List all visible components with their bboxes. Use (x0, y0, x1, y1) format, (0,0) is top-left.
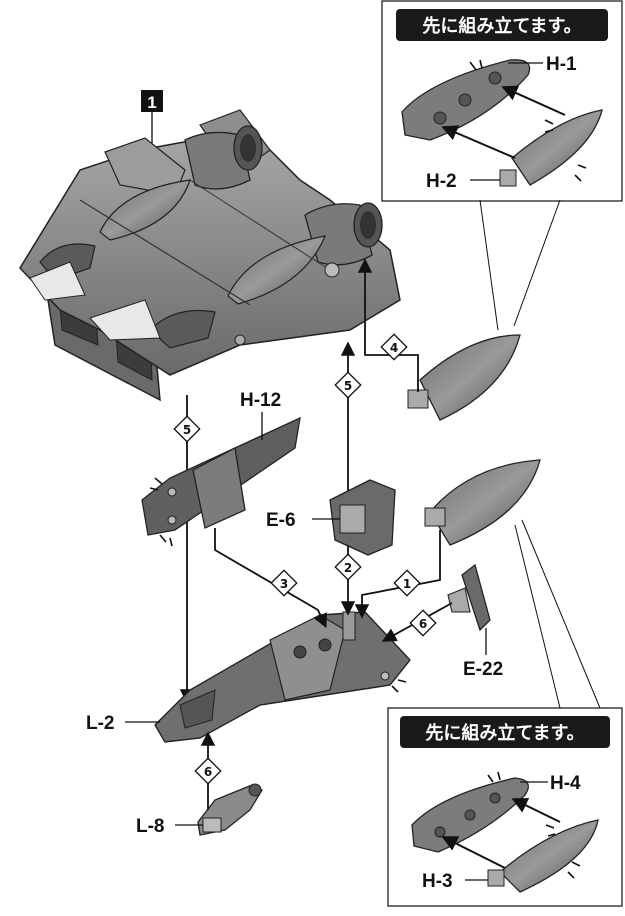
callout-bottom-banner-text: 先に組み立てます。 (425, 722, 584, 744)
l8-part: L-8 (136, 783, 263, 837)
callout-bottom: 先に組み立てます。 H-4 H-3 (387, 707, 623, 907)
callout-bottom-banner (400, 716, 610, 748)
main-body-part (19, 109, 401, 402)
step-4-arrow: 4 (357, 258, 419, 392)
step-5-arrow-left: 5 (173, 395, 201, 704)
block-number: 1 (147, 93, 156, 112)
glue-marks-bottom (487, 771, 581, 879)
step-6-arrow-e22: 6 (381, 602, 453, 642)
label-l2: L-2 (86, 713, 115, 734)
step-6-number-a: 6 (419, 617, 427, 631)
callout-top: 先に組み立てます。 H-1 H-2 (381, 0, 623, 202)
cone-assembly-upper (407, 334, 521, 421)
h12-part: H-12 (141, 390, 301, 547)
step-4-number: 4 (390, 341, 398, 355)
step-6-number-b: 6 (204, 765, 212, 779)
step-5-arrow-right: 5 (334, 341, 362, 500)
step-3-arrow: 3 (214, 528, 327, 629)
step-2-arrow: 2 (334, 545, 362, 616)
label-h3: H-3 (422, 871, 453, 892)
step-5-number-b: 5 (183, 423, 191, 437)
label-h1: H-1 (546, 54, 577, 75)
label-h12: H-12 (240, 390, 281, 411)
step-6-arrow-l8: 6 (194, 731, 222, 810)
cone-assembly-lower (424, 459, 541, 546)
label-h2: H-2 (426, 171, 457, 192)
l2-part: L-2 (86, 611, 411, 743)
step-1-number: 1 (403, 577, 411, 591)
step-2-number: 2 (344, 561, 352, 575)
h3-part (499, 819, 599, 893)
label-e6: E-6 (266, 510, 296, 531)
callout-top-banner (396, 9, 608, 41)
callout-top-banner-text: 先に組み立てます。 (422, 15, 581, 37)
e6-part: E-6 (266, 479, 396, 556)
label-e22: E-22 (463, 659, 503, 680)
block-number-badge: 1 (141, 90, 163, 145)
glue-marks (469, 59, 587, 182)
h2-part (511, 109, 603, 186)
label-h4: H-4 (550, 773, 581, 794)
e22-part: E-22 (447, 563, 503, 680)
step-1-arrow: 1 (354, 530, 441, 619)
step-3-number: 3 (280, 577, 288, 591)
step-5-number-a: 5 (344, 379, 352, 393)
h2-tab (499, 169, 517, 187)
label-l8: L-8 (136, 816, 165, 837)
